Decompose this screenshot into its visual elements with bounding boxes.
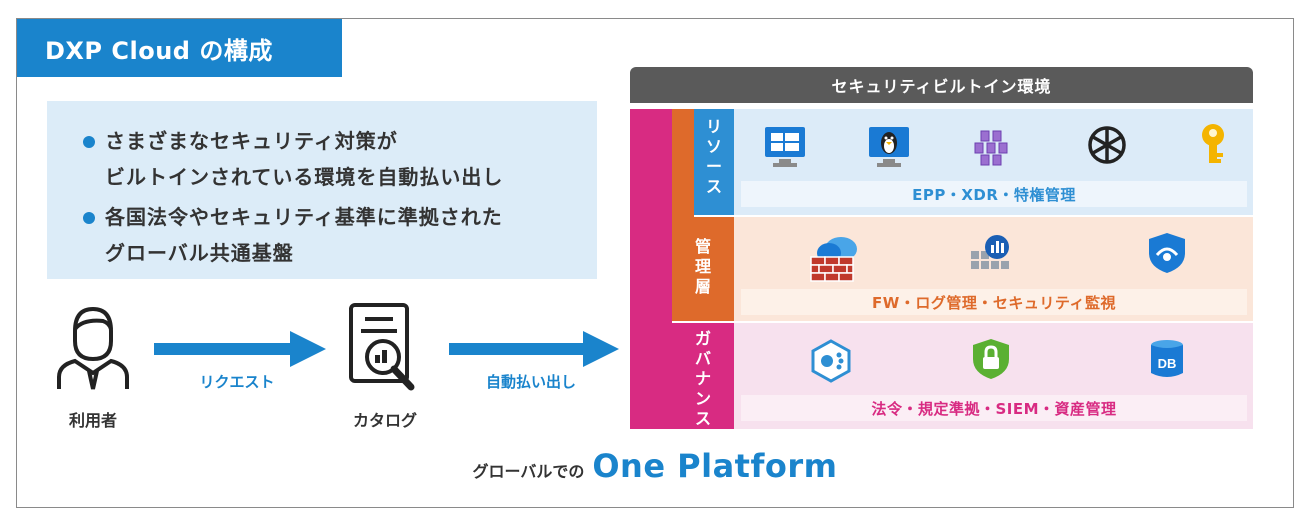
- windows-vm-icon: [765, 127, 805, 167]
- platform-caption: グローバルでの One Platform: [17, 447, 1293, 485]
- svg-text:DB: DB: [1158, 356, 1177, 371]
- user-icon: [57, 306, 129, 390]
- arrow-right-icon: [449, 331, 619, 367]
- resource-sublabel: EPP・XDR・特権管理: [741, 181, 1247, 207]
- governance-bar: [630, 109, 672, 429]
- log-analytics-icon: [971, 235, 1009, 269]
- resource-side-label: リ ソ ー ス: [705, 117, 722, 196]
- governance-sublabel: 法令・規定準拠・SIEM・資産管理: [741, 395, 1247, 421]
- feature-item-1: さまざまなセキュリティ対策が ビルトインされている環境を自動払い出し: [83, 123, 597, 195]
- request-label: リクエスト: [199, 373, 275, 391]
- defender-icon: [1149, 233, 1185, 273]
- openai-icon: [1088, 126, 1126, 164]
- resource-label-bar: リ ソ ー ス: [694, 109, 734, 215]
- catalog-icon: [349, 303, 415, 391]
- management-label-bar: 管 理 層: [672, 217, 734, 321]
- database-icon: DB: [1151, 340, 1183, 377]
- user-label: 利用者: [68, 411, 117, 430]
- linux-vm-icon: [869, 127, 909, 167]
- management-sublabel: FW・ログ管理・セキュリティ監視: [741, 289, 1247, 315]
- firewall-icon: [810, 237, 857, 282]
- arrow-right-icon: [154, 331, 326, 367]
- key-vault-icon: [1202, 124, 1224, 163]
- management-side-label: 管 理 層: [694, 237, 711, 296]
- governance-side-label: ガ バ ナ ン ス: [694, 329, 711, 428]
- feature-item-2: 各国法令やセキュリティ基準に準拠された グローバル共通基盤: [83, 199, 597, 271]
- diagram-frame: DXP Cloud の構成 さまざまなセキュリティ対策が ビルトインされている環…: [16, 18, 1294, 508]
- security-header: セキュリティビルトイン環境: [630, 67, 1253, 103]
- platform-name: One Platform: [592, 447, 838, 485]
- security-lock-icon: [973, 339, 1009, 379]
- kubernetes-icon: [974, 130, 1008, 166]
- catalog-label: カタログ: [352, 411, 417, 430]
- auto-provision-label: 自動払い出し: [485, 373, 576, 391]
- governance-label-bar: ガ バ ナ ン ス: [672, 323, 734, 429]
- platform-prefix: グローバルでの: [472, 462, 585, 481]
- feature-list: さまざまなセキュリティ対策が ビルトインされている環境を自動払い出し 各国法令や…: [47, 101, 597, 279]
- diagram-title: DXP Cloud の構成: [17, 19, 342, 77]
- sentinel-icon: [811, 339, 851, 383]
